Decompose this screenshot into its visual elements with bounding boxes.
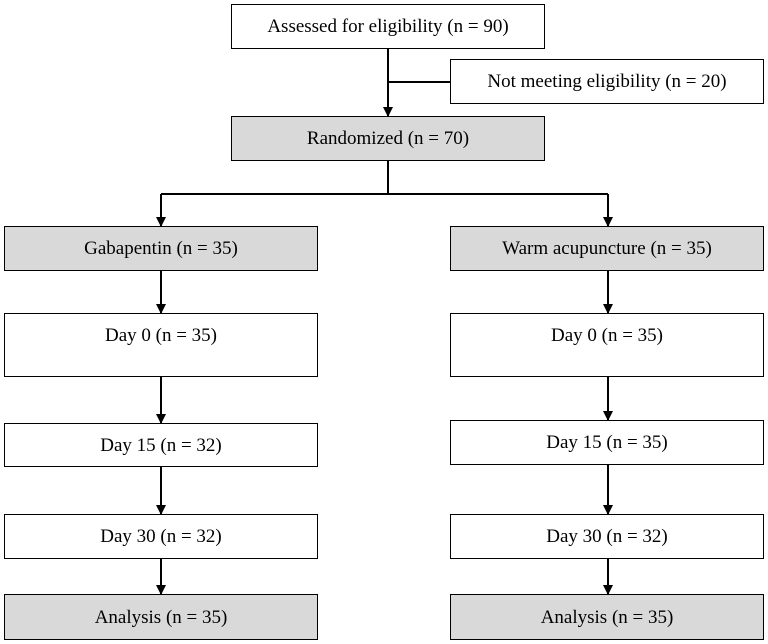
excluded-box: Not meeting eligibility (n = 20) <box>450 59 764 104</box>
assessed-label: Assessed for eligibility (n = 90) <box>267 16 509 37</box>
acupuncture-day15-box: Day 15 (n = 35) <box>450 420 764 465</box>
gabapentin-day30-label: Day 30 (n = 32) <box>100 526 222 547</box>
gabapentin-box: Gabapentin (n = 35) <box>4 226 318 271</box>
acupuncture-box: Warm acupuncture (n = 35) <box>450 226 764 271</box>
acupuncture-day30-box: Day 30 (n = 32) <box>450 514 764 559</box>
gabapentin-day15-box: Day 15 (n = 32) <box>4 423 318 467</box>
acupuncture-label: Warm acupuncture (n = 35) <box>502 238 712 259</box>
acupuncture-day0-box: Day 0 (n = 35) <box>450 313 764 377</box>
gabapentin-analysis-label: Analysis (n = 35) <box>94 606 228 628</box>
gabapentin-analysis-box: Analysis (n = 35) <box>4 594 318 640</box>
acupuncture-analysis-box: Analysis (n = 35) <box>450 594 764 640</box>
acupuncture-analysis-label: Analysis (n = 35) <box>540 606 674 628</box>
gabapentin-day30-box: Day 30 (n = 32) <box>4 514 318 559</box>
gabapentin-day0-label: Day 0 (n = 35) <box>104 325 218 346</box>
gabapentin-label: Gabapentin (n = 35) <box>84 238 238 259</box>
assessed-box: Assessed for eligibility (n = 90) <box>231 4 545 49</box>
excluded-label: Not meeting eligibility (n = 20) <box>487 71 727 92</box>
acupuncture-day30-label: Day 30 (n = 32) <box>546 526 668 547</box>
acupuncture-day0-label: Day 0 (n = 35) <box>550 325 664 346</box>
randomized-box: Randomized (n = 70) <box>231 116 545 161</box>
gabapentin-day15-label: Day 15 (n = 32) <box>100 434 222 456</box>
randomized-label: Randomized (n = 70) <box>306 128 470 149</box>
acupuncture-day15-label: Day 15 (n = 35) <box>546 432 668 453</box>
gabapentin-day0-box: Day 0 (n = 35) <box>4 313 318 377</box>
